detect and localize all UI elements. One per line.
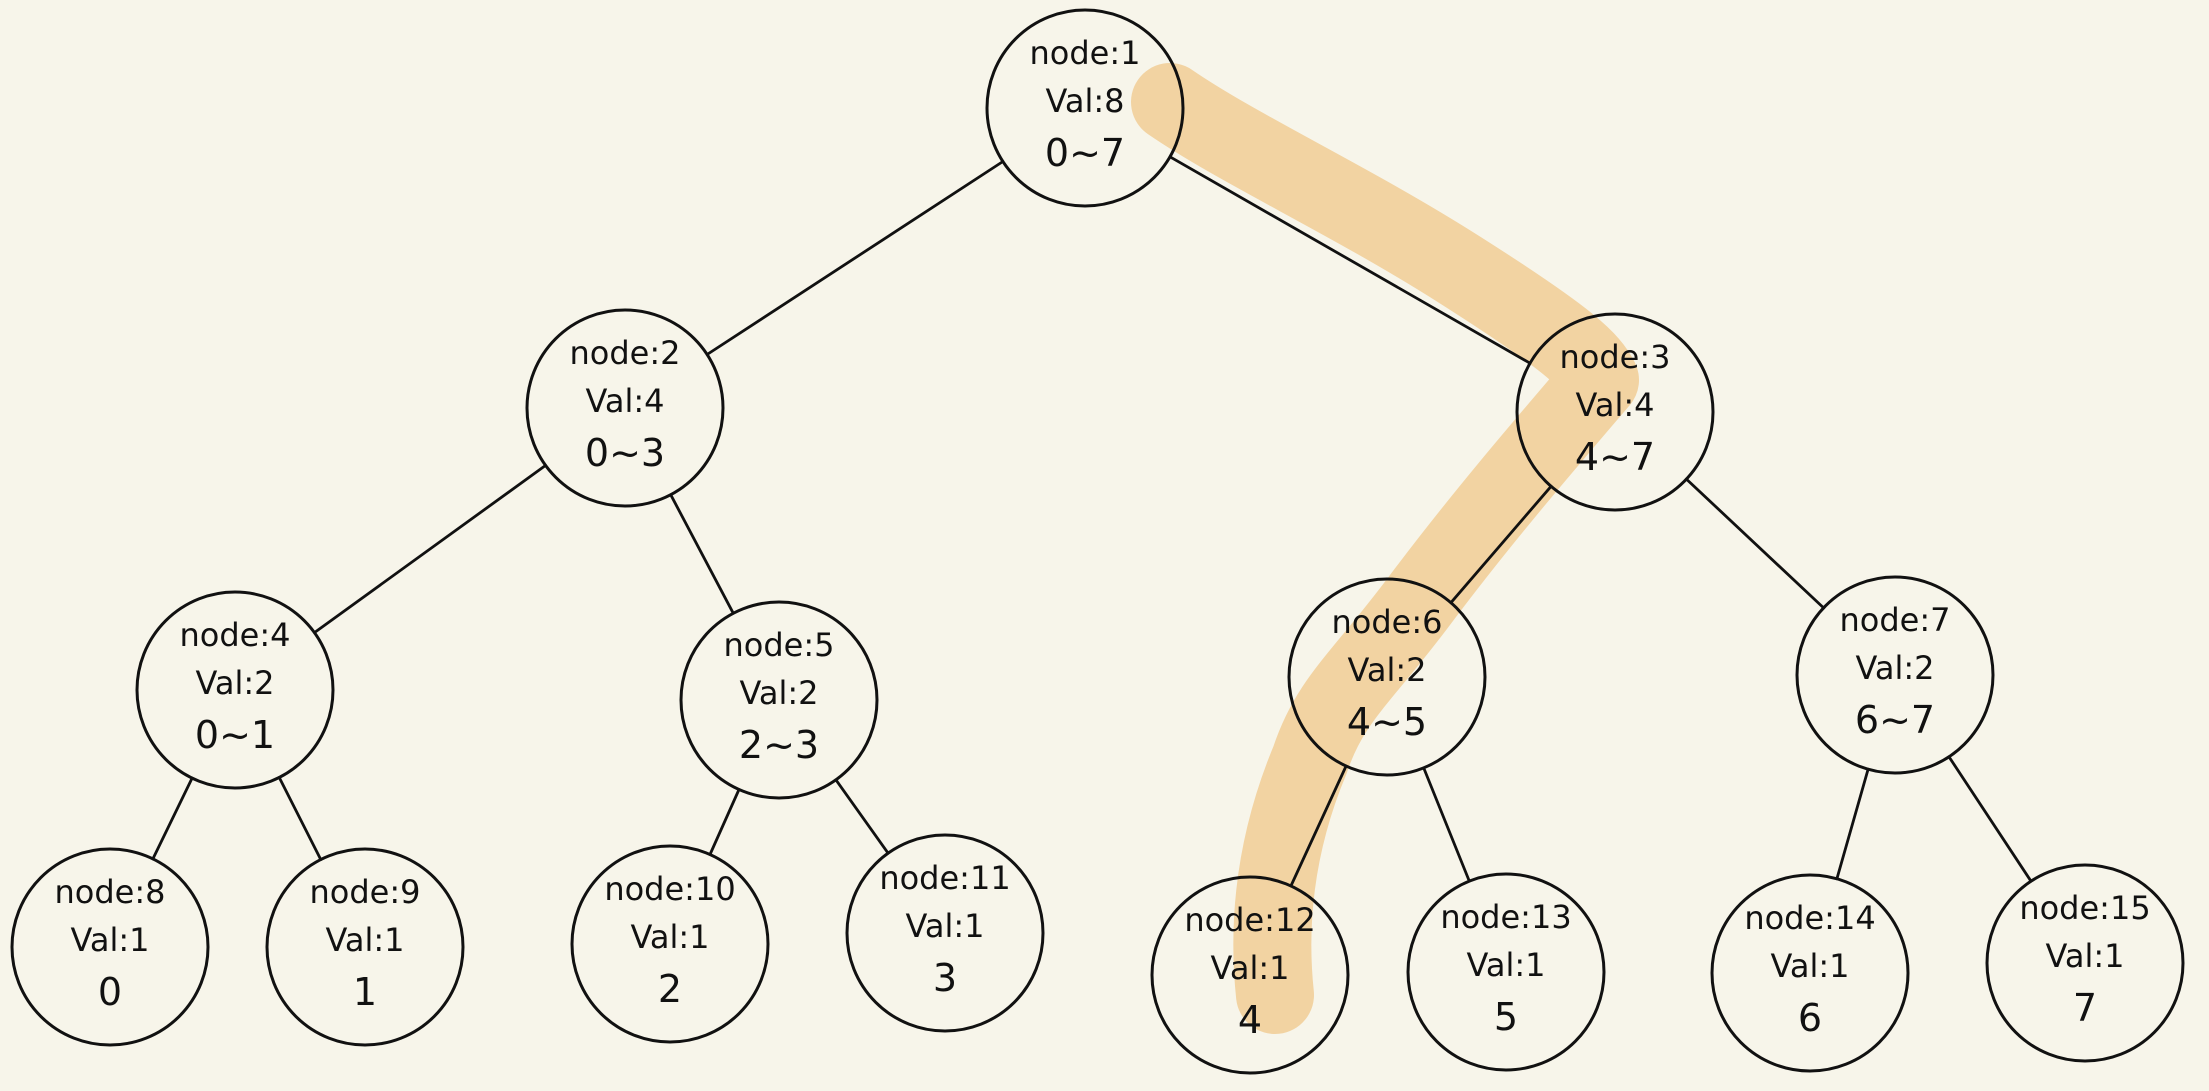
node-range-label: 2~3 — [739, 723, 819, 767]
edge-4-9 — [277, 776, 323, 861]
node-range-label: 6 — [1798, 996, 1822, 1040]
node-id-label: node:9 — [310, 873, 421, 911]
node-value-label: Val:2 — [1855, 649, 1934, 687]
node-id-label: node:8 — [55, 873, 166, 911]
node-circle — [265, 847, 465, 1047]
edge-2-4 — [312, 463, 547, 634]
node-value-label: Val:2 — [1347, 651, 1426, 689]
node-value-label: Val:1 — [70, 921, 149, 959]
node-value-label: Val:1 — [325, 921, 404, 959]
node-value-label: Val:1 — [2045, 937, 2124, 975]
edge-2-5 — [669, 493, 735, 615]
node-value-label: Val:1 — [1210, 949, 1289, 987]
node-value-label: Val:8 — [1045, 82, 1124, 120]
node-range-label: 5 — [1494, 995, 1518, 1039]
edge-5-11 — [834, 778, 890, 855]
node-id-label: node:3 — [1560, 338, 1671, 376]
node-circle — [679, 600, 879, 800]
node-range-label: 1 — [353, 970, 377, 1014]
node-circle — [1150, 875, 1350, 1075]
edge-1-2 — [705, 160, 1005, 356]
node-circle — [525, 308, 725, 508]
edge-3-6 — [1449, 484, 1553, 605]
node-range-label: 4 — [1238, 998, 1262, 1042]
node-value-label: Val:1 — [630, 918, 709, 956]
edge-3-7 — [1685, 477, 1825, 610]
node-value-label: Val:1 — [1466, 946, 1545, 984]
node-id-label: node:2 — [570, 334, 681, 372]
node-range-label: 6~7 — [1855, 698, 1935, 742]
node-value-label: Val:2 — [739, 674, 818, 712]
highlight-layer — [1131, 63, 1639, 1034]
edge-7-14 — [1835, 767, 1870, 881]
edge-6-12 — [1289, 764, 1348, 888]
node-circle — [985, 8, 1185, 208]
node-range-label: 4~5 — [1347, 700, 1427, 744]
node-value-label: Val:2 — [195, 664, 274, 702]
node-range-label: 0 — [98, 970, 122, 1014]
node-circle — [10, 847, 210, 1047]
edge-1-3 — [1168, 155, 1532, 365]
node-value-label: Val:4 — [1575, 386, 1654, 424]
node-range-label: 2 — [658, 967, 682, 1011]
node-id-label: node:15 — [2019, 889, 2150, 927]
edge-5-10 — [708, 788, 741, 856]
node-id-label: node:12 — [1184, 901, 1315, 939]
node-range-label: 0~1 — [195, 713, 275, 757]
node-range-label: 0~3 — [585, 431, 665, 475]
node-id-label: node:10 — [604, 870, 735, 908]
node-id-label: node:13 — [1440, 898, 1571, 936]
edge-6-13 — [1422, 766, 1471, 883]
node-id-label: node:14 — [1744, 899, 1875, 937]
node-id-label: node:6 — [1332, 603, 1443, 641]
edge-7-15 — [1947, 755, 2033, 883]
node-id-label: node:4 — [180, 616, 291, 654]
node-range-label: 7 — [2073, 986, 2097, 1030]
highlight-path — [1131, 63, 1639, 1034]
node-id-label: node:11 — [879, 859, 1010, 897]
node-value-label: Val:1 — [1770, 947, 1849, 985]
node-circle — [570, 844, 770, 1044]
node-range-label: 0~7 — [1045, 131, 1125, 175]
node-circle — [1795, 575, 1995, 775]
node-id-label: node:5 — [724, 626, 835, 664]
node-value-label: Val:1 — [905, 907, 984, 945]
node-range-label: 3 — [933, 956, 957, 1000]
node-value-label: Val:4 — [585, 382, 664, 420]
edge-4-8 — [151, 776, 194, 861]
node-circle — [1406, 872, 1606, 1072]
node-range-label: 4~7 — [1575, 435, 1655, 479]
node-circle — [135, 590, 335, 790]
node-circle — [845, 833, 1045, 1033]
node-circle — [1985, 863, 2185, 1063]
edge-layer — [151, 155, 2033, 888]
node-circle — [1287, 577, 1487, 777]
node-circle — [1710, 873, 1910, 1073]
node-circle — [1515, 312, 1715, 512]
node-id-label: node:1 — [1030, 34, 1141, 72]
node-id-label: node:7 — [1840, 601, 1951, 639]
